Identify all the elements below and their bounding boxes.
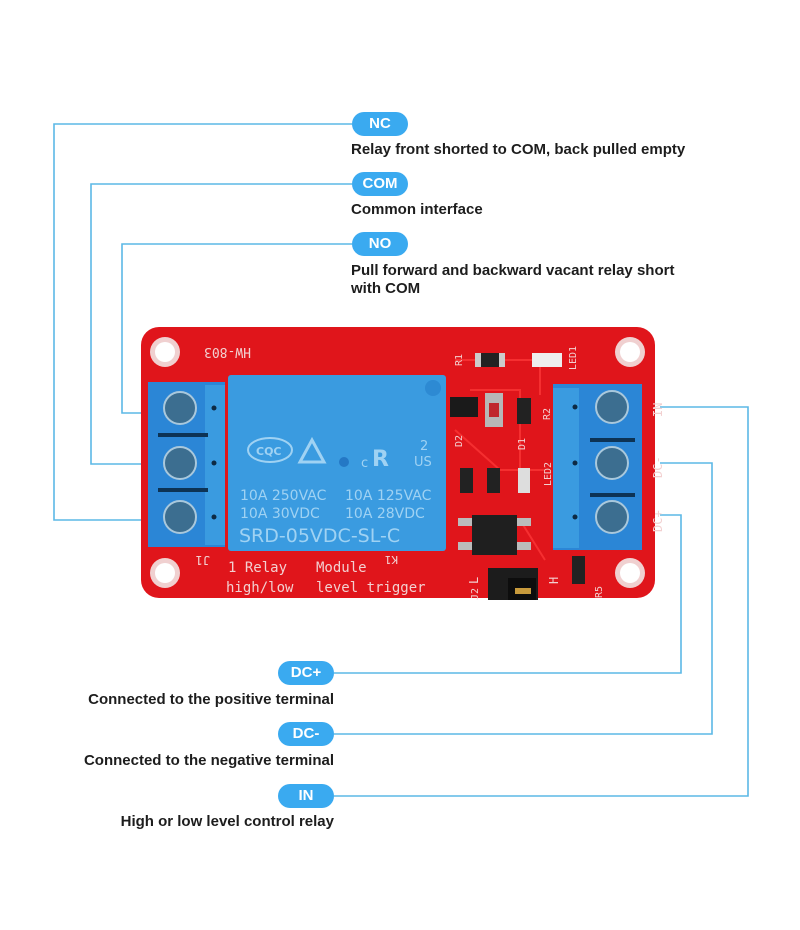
dcplus-connector-line — [334, 514, 682, 674]
relay-rating-1b: 10A 125VAC — [345, 488, 432, 504]
mounting-holes — [150, 337, 645, 588]
dcminus-connector-line — [334, 462, 713, 735]
silk-h: H — [547, 577, 561, 584]
silk-l: L — [467, 577, 481, 584]
relay-rating-2b: 10A 28VDC — [345, 506, 425, 522]
pin-description-dcminus: Connected to the negative terminal — [83, 752, 334, 769]
silk-j2: J2 — [470, 588, 481, 600]
pin-badge-dcplus: DC+ — [278, 661, 334, 685]
silk-dcm: DC- — [651, 456, 665, 478]
relay-module-board: HW-803 1 Relay Module high/low level tri… — [141, 327, 665, 600]
silk-j1: J1 — [196, 553, 210, 567]
pin-description-no-line1: Pull forward and backward vacant relay s… — [351, 262, 675, 279]
silk-in: IN — [651, 403, 665, 417]
relay-rating-1a: 10A 250VAC — [240, 488, 327, 504]
pin-badge-com: COM — [352, 172, 408, 196]
board-model-label: HW-803 — [204, 344, 251, 359]
silk-r5: R5 — [594, 586, 605, 598]
smd-components — [450, 353, 585, 600]
right-terminal-block — [553, 384, 642, 550]
silk-led1: LED1 — [568, 346, 579, 370]
relay-c-mark: c — [361, 456, 368, 471]
silk-r2: R2 — [542, 408, 553, 420]
nc-connector-line — [53, 123, 352, 521]
relay-rating-2a: 10A 30VDC — [240, 506, 320, 522]
silk-line1a: 1 Relay — [228, 560, 287, 576]
pin-badge-dcminus: DC- — [278, 722, 334, 746]
pin-description-in: High or low level control relay — [120, 813, 334, 830]
silk-k1: K1 — [385, 553, 398, 566]
pin-description-dcplus: Connected to the positive terminal — [88, 691, 334, 708]
relay-cqc-mark: CQC — [256, 445, 282, 458]
no-connector-line — [121, 243, 352, 414]
silk-r1: R1 — [454, 354, 465, 366]
pin-description-no-line2: with COM — [351, 280, 421, 297]
relay-part-number: SRD-05VDC-SL-C — [239, 525, 400, 547]
pin-description-nc: Relay front shorted to COM, back pulled … — [351, 141, 686, 158]
silk-line2b: level trigger — [316, 580, 426, 596]
pin-badge-in: IN — [278, 784, 334, 808]
pin-description-com: Common interface — [351, 201, 483, 218]
pin-badge-no: NO — [352, 232, 408, 256]
silk-led2: LED2 — [543, 462, 554, 486]
silk-line2a: high/low — [226, 580, 294, 596]
silk-d1: D1 — [517, 438, 528, 450]
in-connector-line — [334, 406, 749, 797]
relay-2-mark: 2 — [420, 439, 428, 454]
com-connector-line — [90, 183, 352, 465]
connector-lines — [53, 123, 749, 797]
silk-d2: D2 — [454, 435, 465, 447]
relay-us-mark: US — [414, 455, 432, 470]
pin-badge-nc: NC — [352, 112, 408, 136]
silk-line1b: Module — [316, 560, 367, 576]
pin-description-no: Pull forward and backward vacant relay s… — [351, 262, 674, 298]
relay-ur-mark: R — [372, 447, 389, 472]
left-terminal-block — [148, 382, 225, 547]
silk-dcp: DC+ — [651, 510, 665, 532]
relay-component — [228, 375, 446, 551]
